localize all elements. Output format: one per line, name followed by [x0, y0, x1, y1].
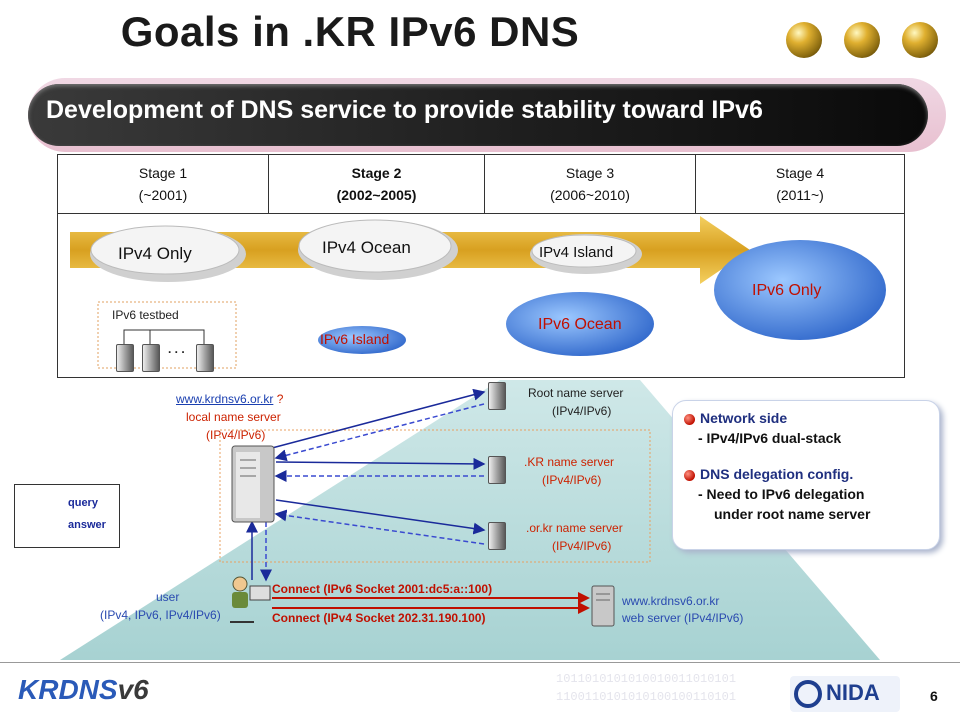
ipv4-island-label: IPv4 Island: [539, 244, 614, 261]
note-delegation-body1: - Need to IPv6 delegation: [698, 486, 865, 502]
page-number: 6: [930, 688, 938, 704]
ipv6-island-label: IPv6 Island: [320, 331, 390, 347]
stage-period: (2011~): [776, 187, 824, 203]
legend-answer-label: answer: [68, 519, 106, 531]
query-orkr-arrow: [275, 499, 486, 535]
root-ns-name: Root name server: [528, 386, 624, 400]
decorative-ball-icon: [902, 22, 938, 58]
local-ns-q: ?: [276, 392, 284, 406]
ipv6-ocean-label: IPv6 Ocean: [538, 316, 622, 333]
decorative-ball-icon: [786, 22, 822, 58]
web-host-label: www.krdnsv6.or.kr: [622, 594, 720, 608]
testbed-bracket: [123, 329, 205, 344]
connect-v4-label: Connect (IPv4 Socket 202.31.190.100): [272, 611, 486, 625]
nida-logo: NIDA: [826, 680, 880, 705]
root-ns-proto: (IPv4/IPv6): [552, 404, 612, 418]
ipv4-ocean-label: IPv4 Ocean: [322, 238, 411, 257]
note-delegation-head: DNS delegation config.: [700, 466, 854, 482]
orkr-server-icon: [488, 522, 506, 550]
orkr-ns-proto: (IPv4/IPv6): [552, 539, 612, 553]
stage-period: (2006~2010): [550, 187, 630, 203]
testbed-server-icon: [142, 344, 160, 372]
binary-watermark-1: 1011010101010010011010101: [556, 672, 737, 686]
banner: [28, 84, 928, 146]
stage-period: (2002~2005): [336, 187, 417, 203]
kr-ns-name: .KR name server: [524, 455, 615, 469]
ipv6-testbed-box: [97, 301, 237, 369]
orkr-ns-name: .or.kr name server: [526, 521, 623, 535]
note-delegation-body2: under root name server: [714, 506, 871, 522]
local-ns-proto: (IPv4/IPv6): [206, 428, 266, 442]
local-ns-query: www.krdnsv6.or.kr ?: [176, 392, 283, 406]
banner-text: Development of DNS service to provide st…: [46, 96, 763, 124]
dns-zone-box: [219, 429, 651, 563]
connect-v6-arrowhead: [578, 592, 590, 604]
ipv6-only-label: IPv6 Only: [752, 282, 822, 299]
decorative-ball-icon: [844, 22, 880, 58]
note-network-head: Network side: [700, 410, 788, 426]
kr-ns-proto: (IPv4/IPv6): [542, 473, 602, 487]
stage-label: Stage 4: [775, 165, 825, 181]
stage-3-header: Stage 3 (2006~2010): [484, 154, 696, 214]
krdns-logo-v6: v6: [117, 674, 149, 705]
legend-query-label: query: [68, 497, 98, 509]
note-network-body: - IPv4/IPv6 dual-stack: [698, 430, 842, 446]
stage-label: Stage 1: [138, 165, 188, 181]
answer-orkr-arrow: [274, 509, 485, 545]
stage-label: Stage 2: [351, 165, 402, 181]
web-server-icon: [591, 585, 615, 627]
user-name: user: [156, 590, 180, 604]
answer-root-arrow: [274, 403, 485, 462]
krdns-logo: KRDNSv6: [18, 674, 149, 706]
ipv4-only-label: IPv4 Only: [118, 244, 192, 263]
query-root-arrow: [271, 388, 486, 449]
bullet-icon: [684, 470, 695, 481]
ipv6-island-cloud: [318, 326, 406, 354]
bullet-icon: [684, 414, 695, 425]
testbed-server-icon: [116, 344, 134, 372]
footer-divider: [0, 662, 960, 663]
ipv4-only-cloud: [90, 225, 246, 282]
binary-watermark-2: 1100110101010100100110101: [556, 690, 737, 704]
kr-server-icon: [488, 456, 506, 484]
query-kr-arrow: [275, 457, 486, 470]
stage-label: Stage 3: [565, 165, 615, 181]
page-title: Goals in .KR IPv6 DNS: [120, 8, 580, 55]
ipv6-only-cloud: [714, 240, 886, 340]
connect-v4-arrowhead: [578, 602, 590, 614]
nida-logo-mark: [794, 680, 822, 708]
ipv6-testbed-label: IPv6 testbed: [112, 308, 179, 322]
krdns-logo-text: KRDNS: [18, 674, 118, 705]
testbed-dots: . . .: [168, 342, 185, 356]
stage-period: (~2001): [138, 187, 188, 203]
user-proto: (IPv4, IPv6, IPv4/IPv6): [100, 608, 221, 622]
testbed-server-icon: [196, 344, 214, 372]
local-ns-link[interactable]: www.krdnsv6.or.kr: [176, 392, 274, 406]
ipv4-island-cloud: [530, 234, 642, 274]
connect-v6-label: Connect (IPv6 Socket 2001:dc5:a::100): [272, 582, 493, 596]
local-ns-name: local name server: [186, 410, 281, 424]
notes-box: [672, 400, 940, 550]
web-role-label: web server (IPv4/IPv6): [622, 611, 744, 625]
stage-2-header: Stage 2 (2002~2005): [268, 154, 485, 214]
user-icon: [230, 576, 271, 623]
legend: [14, 484, 120, 548]
ipv4-ocean-cloud: [298, 219, 458, 280]
ipv6-ocean-cloud: [506, 292, 654, 356]
root-server-icon: [488, 382, 506, 410]
local-name-server-icon: [231, 445, 275, 523]
